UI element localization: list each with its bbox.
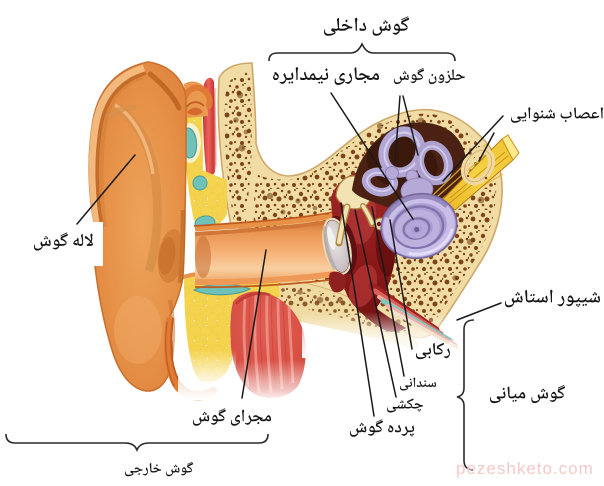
svg-text:pezeshketo.com: pezeshketo.com xyxy=(456,459,594,478)
